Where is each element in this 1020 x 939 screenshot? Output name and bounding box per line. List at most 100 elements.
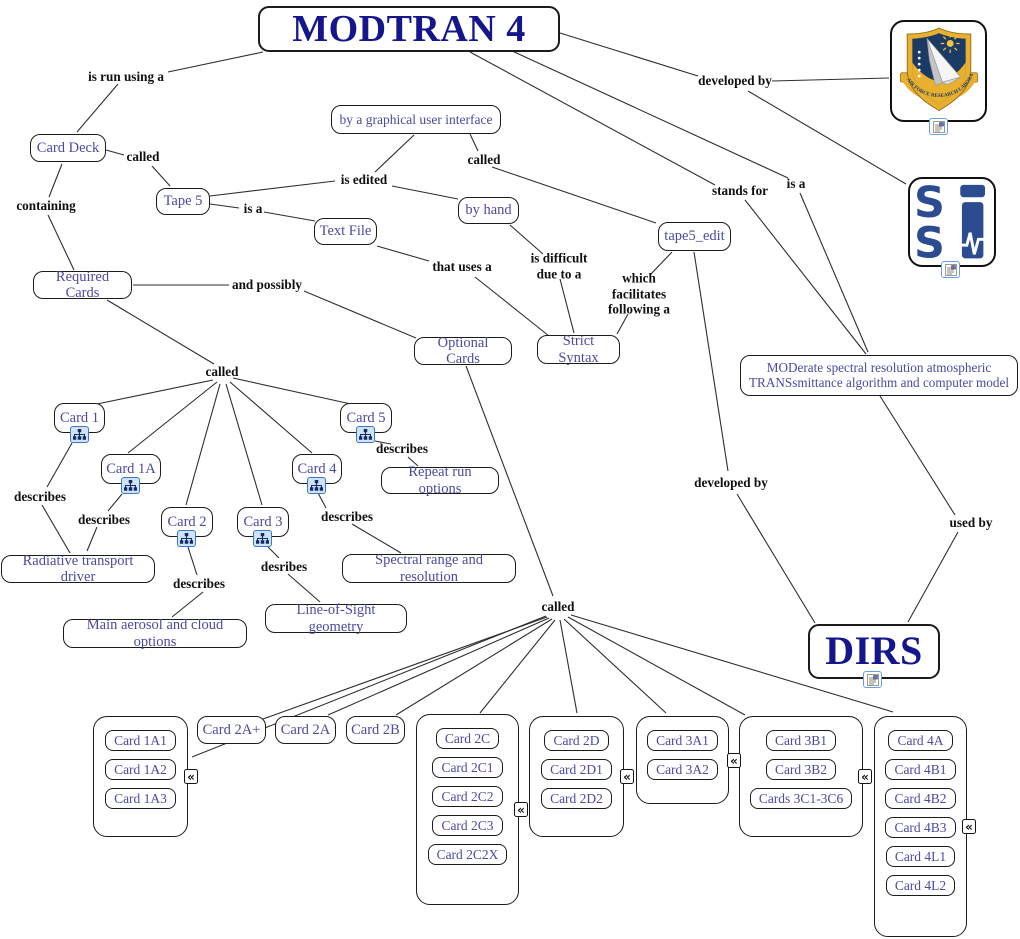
node-card-3b2[interactable]: Card 3B2	[765, 759, 837, 780]
node-tape5-edit[interactable]: tape5_edit	[658, 222, 731, 251]
node-card-1a3[interactable]: Card 1A3	[105, 788, 176, 809]
edge-label-22: called	[541, 599, 575, 615]
collapse-icon[interactable]: «	[514, 802, 528, 817]
link-line	[567, 616, 746, 716]
node-line-of-sight-geometry[interactable]: Line-of-Sight geometry	[265, 602, 407, 635]
collapse-icon[interactable]: «	[184, 769, 198, 784]
link-line	[391, 185, 459, 200]
resource-icon[interactable]	[929, 118, 948, 135]
node-card-2a[interactable]: Card 2A	[275, 716, 336, 744]
link-line	[209, 203, 240, 209]
collapse-icon[interactable]: «	[858, 769, 872, 784]
link-line	[303, 290, 417, 339]
edge-label-1: called	[126, 149, 160, 165]
link-line	[225, 383, 263, 506]
node-card-2d[interactable]: Card 2D	[544, 730, 609, 751]
node-optional-cards[interactable]: Optional Cards	[414, 335, 512, 367]
node-required-cards[interactable]: Required Cards	[33, 269, 132, 301]
node-card-2d2[interactable]: Card 2D2	[541, 788, 612, 809]
node-card-2[interactable]: Card 2	[161, 507, 213, 537]
node-card-4a[interactable]: Card 4A	[888, 730, 953, 751]
resource-icon[interactable]	[863, 671, 882, 688]
link-line	[693, 251, 729, 472]
node-card-4l2[interactable]: Card 4L2	[885, 875, 956, 896]
resource-icon[interactable]	[941, 261, 960, 278]
node-strict-syntax[interactable]: Strict Syntax	[537, 333, 620, 366]
node-card-4b3[interactable]: Card 4B3	[885, 817, 956, 838]
hierarchy-icon[interactable]	[121, 477, 140, 494]
node-card-4b1[interactable]: Card 4B1	[885, 759, 956, 780]
node-card-4l1[interactable]: Card 4L1	[885, 846, 956, 867]
link-line	[86, 526, 98, 552]
node-card-2d1[interactable]: Card 2D1	[541, 759, 612, 780]
afrl-shield-icon: AIR FORCE RESEARCH LABORATORY	[896, 23, 978, 112]
node-tape-5[interactable]: Tape 5	[156, 188, 210, 215]
link-line	[509, 49, 789, 179]
node-card-deck[interactable]: Card Deck	[30, 134, 106, 162]
link-line	[771, 77, 890, 82]
node-card-2c2x[interactable]: Card 2C2X	[427, 844, 508, 865]
link-line	[744, 199, 867, 355]
collapse-icon[interactable]: «	[962, 819, 976, 834]
node-cards-3c1-3c6[interactable]: Cards 3C1-3C6	[749, 788, 853, 809]
edge-label-2: containing	[16, 198, 76, 214]
afrl-logo-node[interactable]: AIR FORCE RESEARCH LABORATORY	[890, 20, 987, 122]
hierarchy-icon[interactable]	[70, 426, 89, 443]
link-line	[187, 546, 198, 576]
node-card-2c3[interactable]: Card 2C3	[432, 815, 503, 836]
link-line	[376, 245, 430, 262]
svg-text:S: S	[914, 183, 945, 228]
node-card-2c1[interactable]: Card 2C1	[432, 757, 503, 778]
edge-label-13: used by	[949, 515, 993, 531]
node-card-1a2[interactable]: Card 1A2	[105, 759, 176, 780]
edge-label-15: called	[205, 364, 239, 380]
edge-label-16: describes	[13, 489, 67, 505]
node-card-2c[interactable]: Card 2C	[435, 728, 500, 749]
edge-label-5: called	[467, 152, 501, 168]
node-by-a-graphical-user-interface[interactable]: by a graphical user interface	[331, 105, 501, 134]
hierarchy-glyph	[180, 533, 193, 544]
node-card-2c2[interactable]: Card 2C2	[432, 786, 503, 807]
edge-label-21: describes	[375, 441, 429, 457]
edge-label-6: that uses a	[432, 259, 492, 275]
hierarchy-icon[interactable]	[356, 426, 375, 443]
hierarchy-icon[interactable]	[253, 530, 272, 547]
link-line	[76, 83, 119, 133]
resource-glyph	[932, 120, 945, 133]
link-line	[395, 618, 553, 716]
node-card-3b1[interactable]: Card 3B1	[765, 730, 837, 751]
node-text-file[interactable]: Text File	[314, 218, 377, 245]
edge-label-9: stands for	[711, 183, 769, 199]
node-repeat-run-options[interactable]: Repeat run options	[381, 464, 499, 497]
node-spectral-range-and-resolution[interactable]: Spectral range and resolution	[342, 552, 516, 585]
node-card-4b2[interactable]: Card 4B2	[885, 788, 956, 809]
node-card-3a1[interactable]: Card 3A1	[647, 730, 718, 751]
collapse-icon[interactable]: «	[620, 769, 634, 784]
edge-label-18: describes	[172, 576, 226, 592]
edge-label-17: describes	[77, 512, 131, 528]
node-card-1a1[interactable]: Card 1A1	[105, 730, 176, 751]
node-moderate-expansion[interactable]: MODerate spectral resolution atmospheric…	[740, 355, 1018, 396]
node-card-2a-plus[interactable]: Card 2A+	[197, 716, 266, 744]
node-main-aerosol-and-cloud-options[interactable]: Main aerosol and cloud options	[63, 617, 247, 650]
node-by-hand[interactable]: by hand	[458, 197, 519, 224]
link-line	[232, 377, 352, 405]
collapse-icon[interactable]: «	[727, 753, 741, 768]
link-line	[167, 51, 264, 73]
node-radiative-transport-driver[interactable]: Radiative transport driver	[1, 553, 155, 585]
hierarchy-icon[interactable]	[177, 530, 196, 547]
edge-label-3: is a	[243, 201, 263, 217]
node-modtran-4[interactable]: MODTRAN 4	[258, 6, 560, 52]
ssi-logo-node[interactable]: S S	[908, 177, 996, 267]
node-card-3a2[interactable]: Card 3A2	[647, 759, 718, 780]
hierarchy-icon[interactable]	[307, 477, 326, 494]
node-card-2b[interactable]: Card 2B	[346, 716, 405, 744]
node-card-3[interactable]: Card 3	[237, 507, 289, 537]
